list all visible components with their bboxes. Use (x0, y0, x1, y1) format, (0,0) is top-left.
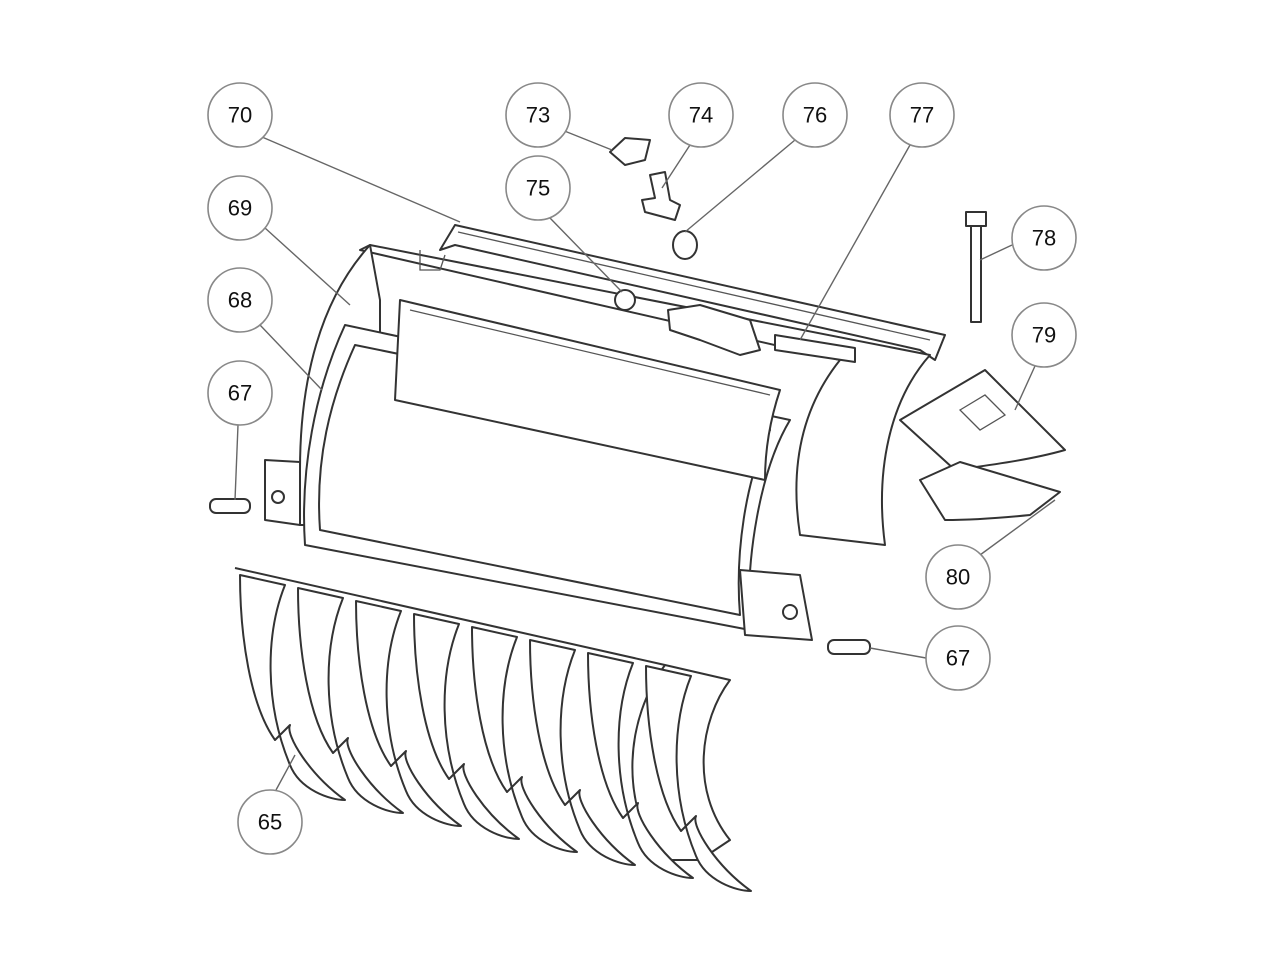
latch-bracket (667, 304, 761, 356)
callout-circle (1011, 302, 1077, 368)
callout-label: 69 (228, 196, 252, 221)
callout-circle (207, 267, 273, 333)
part-67-pin-right (827, 639, 871, 655)
callout-label: 80 (946, 565, 970, 590)
callout-67a: 67 (207, 360, 273, 426)
callout-80: 80 (925, 544, 991, 610)
callout-65: 65 (237, 789, 303, 855)
callout-74: 74 (668, 82, 734, 148)
callout-label: 67 (946, 646, 970, 671)
part-67-pin-left (209, 498, 251, 514)
callout-label: 67 (228, 381, 252, 406)
callout-circle (207, 82, 273, 148)
callout-circle (207, 175, 273, 241)
callout-label: 74 (689, 103, 713, 128)
part-75-nut (614, 289, 636, 311)
grate-finger (471, 626, 578, 853)
part-77-pin (774, 334, 856, 363)
callout-78: 78 (1011, 205, 1077, 271)
part-70-back-frame (439, 224, 946, 361)
grate-finger (297, 587, 404, 814)
callout-circle (1011, 205, 1077, 271)
callout-76: 76 (782, 82, 848, 148)
grate-finger (587, 652, 694, 879)
callout-label: 76 (803, 103, 827, 128)
part-65-grate (234, 567, 752, 892)
callout-67b: 67 (925, 625, 991, 691)
part-78-bolt (965, 211, 987, 323)
callout-69: 69 (207, 175, 273, 241)
callout-label: 70 (228, 103, 252, 128)
callout-75: 75 (505, 155, 571, 221)
callout-circle (668, 82, 734, 148)
part-80-gasket (919, 461, 1061, 521)
part-68-gasket-frame (303, 299, 791, 631)
callout-70: 70 (207, 82, 273, 148)
grate-finger (239, 574, 346, 801)
callout-circle (505, 82, 571, 148)
hinge-left (264, 459, 301, 526)
callout-label: 75 (526, 176, 550, 201)
grate-finger (355, 600, 462, 827)
part-74-stud (641, 171, 681, 221)
callout-label: 68 (228, 288, 252, 313)
grate-finger (645, 665, 752, 892)
leader-lines (234, 129, 1056, 791)
callout-label: 65 (258, 810, 282, 835)
grate-finger (529, 639, 636, 866)
callout-73: 73 (505, 82, 571, 148)
callout-circle (505, 155, 571, 221)
callout-68: 68 (207, 267, 273, 333)
callout-label: 73 (526, 103, 550, 128)
callout-circle (925, 625, 991, 691)
callout-79: 79 (1011, 302, 1077, 368)
callout-circle (207, 360, 273, 426)
callout-circle (925, 544, 991, 610)
grate-finger (413, 613, 520, 840)
callout-77: 77 (889, 82, 955, 148)
callout-circle (237, 789, 303, 855)
callout-circle (782, 82, 848, 148)
callout-label: 79 (1032, 323, 1056, 348)
callout-label: 78 (1032, 226, 1056, 251)
part-76-eye (672, 230, 698, 260)
callout-circle (889, 82, 955, 148)
hinge-right (739, 569, 813, 641)
callout-label: 77 (910, 103, 934, 128)
part-79-cover (899, 369, 1066, 471)
part-73-wing-nut (609, 137, 651, 166)
